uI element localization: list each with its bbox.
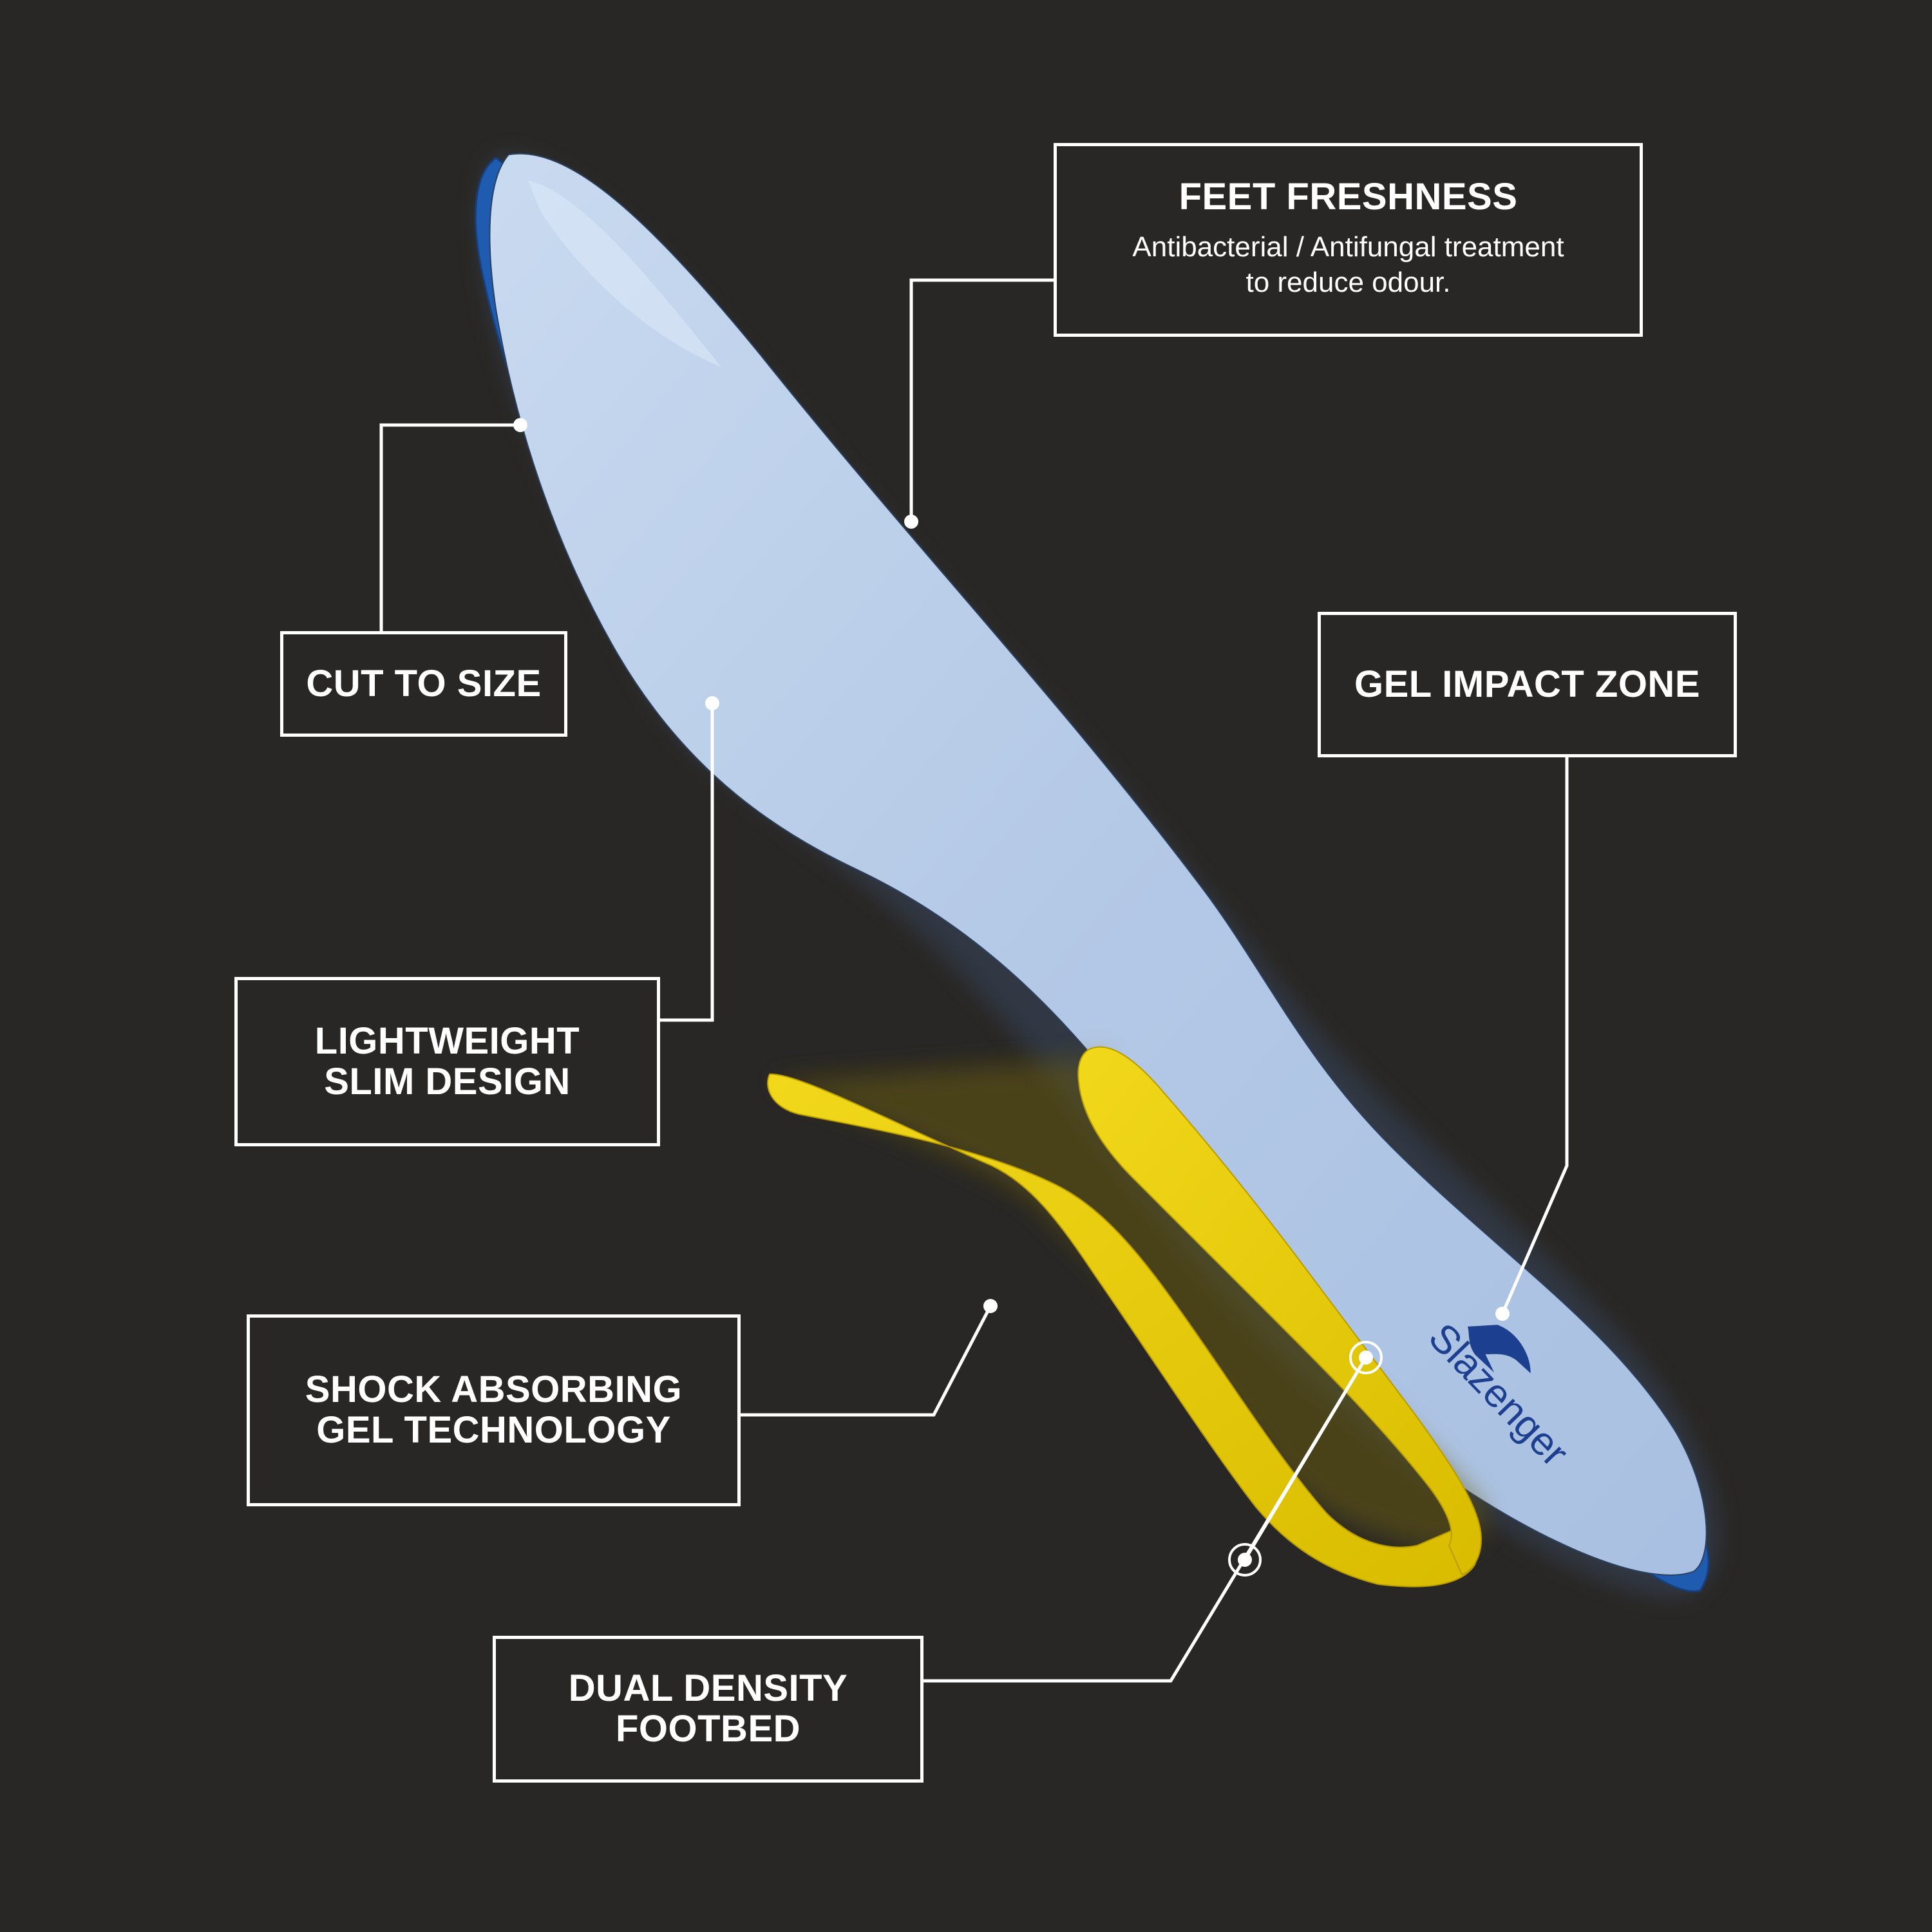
dot-cut-to-size [513, 418, 527, 432]
callout-dual-density: DUAL DENSITY FOOTBED [493, 1636, 923, 1783]
lightweight-line1: LIGHTWEIGHT [314, 1019, 580, 1062]
ring-dual-upper [1349, 1341, 1383, 1374]
dot-feet-freshness [904, 515, 918, 529]
callout-shock-absorbing: SHOCK ABSORBING GEL TECHNOLOGY [247, 1314, 741, 1506]
feet-freshness-title: FEET FRESHNESS [1179, 176, 1518, 218]
gel-impact-zone-title: GEL IMPACT ZONE [1354, 663, 1701, 705]
callout-cut-to-size: CUT TO SIZE [280, 631, 567, 737]
dual-density-line2: FOOTBED [615, 1708, 801, 1750]
callout-gel-impact-zone: GEL IMPACT ZONE [1318, 612, 1737, 757]
gel-heel-strip [1077, 1046, 1482, 1576]
leader-lightweight [660, 703, 714, 1022]
gel-glow [773, 1051, 1485, 1549]
callout-feet-freshness: FEET FRESHNESS Antibacterial / Antifunga… [1054, 143, 1643, 337]
anchor-rings [1228, 1341, 1383, 1577]
leader-gel-impact [1501, 757, 1569, 1314]
anchor-dots [513, 418, 1510, 1567]
ring-dual-lower [1228, 1543, 1262, 1577]
leader-cut-to-size [379, 423, 520, 631]
leader-feet-freshness [909, 278, 1054, 522]
dot-shock [983, 1299, 998, 1313]
cut-to-size-title: CUT TO SIZE [306, 662, 542, 705]
lightweight-line2: SLIM DESIGN [324, 1060, 571, 1103]
dot-gel-impact [1495, 1307, 1510, 1321]
leaping-panther-icon [1468, 1325, 1531, 1374]
feet-freshness-description-line1: Antibacterial / Antifungal treatment [1132, 231, 1564, 263]
insole-top-surface [489, 153, 1707, 1576]
callout-lightweight: LIGHTWEIGHT SLIM DESIGN [234, 977, 660, 1146]
feet-freshness-description-line2: to reduce odour. [1245, 266, 1451, 298]
dot-lightweight [705, 696, 719, 710]
leader-shock [741, 1305, 992, 1417]
shock-absorbing-line2: GEL TECHNOLOGY [316, 1409, 671, 1451]
dual-density-line1: DUAL DENSITY [568, 1667, 848, 1710]
insole-highlight [528, 180, 721, 367]
leader-dual-connector [1243, 1356, 1368, 1561]
shock-absorbing-line1: SHOCK ABSORBING [305, 1368, 683, 1411]
feet-freshness-description: Antibacterial / Antifungal treatment to … [1132, 229, 1564, 300]
